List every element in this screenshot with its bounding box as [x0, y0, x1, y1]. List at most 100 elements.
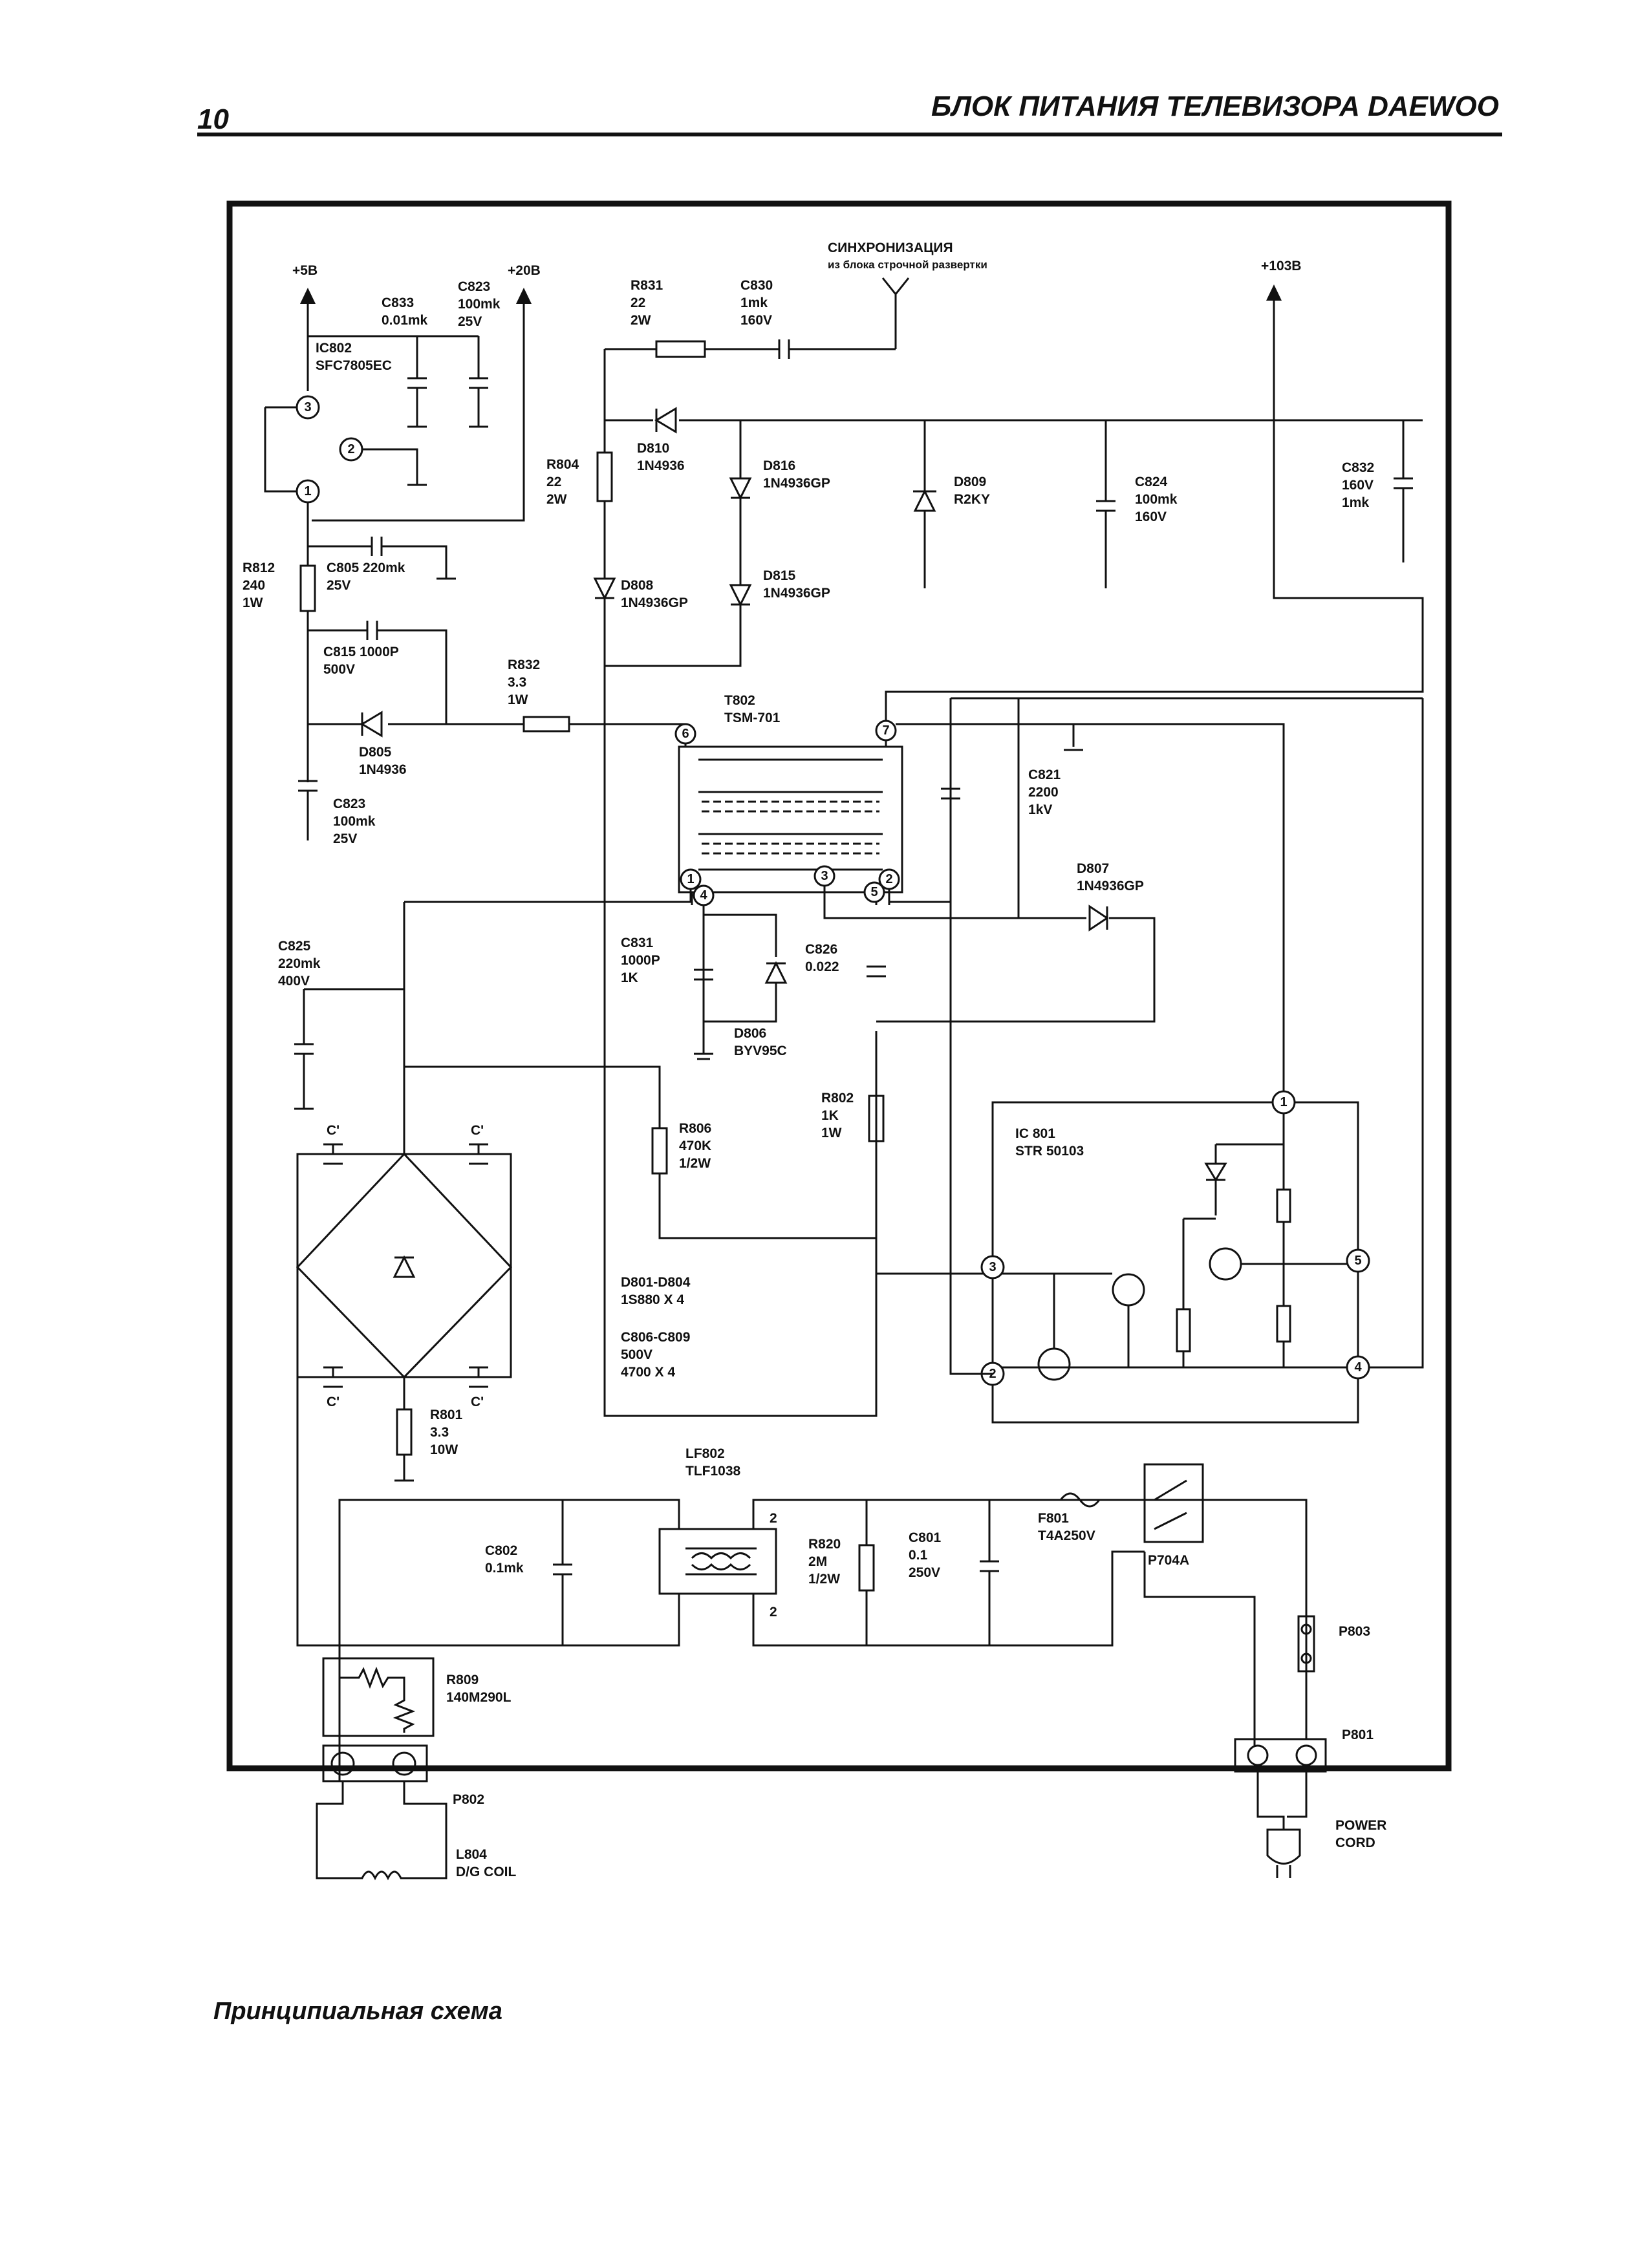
svg-text:D806: D806: [734, 1026, 766, 1041]
c824-capacitor: C824 100mk 160V: [1096, 420, 1178, 588]
svg-text:100mk: 100mk: [458, 297, 501, 312]
r801-resistor: R801 3.3 10W: [394, 1377, 463, 1482]
svg-text:D805: D805: [359, 745, 392, 760]
c825-capacitor: C825 220mk 400V: [278, 939, 404, 1110]
svg-text:R804: R804: [546, 457, 579, 472]
r806-resistor: R806 470K 1/2W: [404, 1065, 876, 1239]
t802-pin-1: 1: [680, 868, 702, 890]
t802-transformer: T802 TSM-701 6 7 1 4 3 5 2: [674, 693, 903, 906]
svg-text:500V: 500V: [621, 1347, 652, 1362]
wire-mains-bottom: [296, 1377, 1145, 1647]
svg-text:C': C': [327, 1123, 339, 1138]
svg-text:C826: C826: [805, 942, 837, 957]
svg-text:1mk: 1mk: [740, 295, 768, 310]
t802-pin-5: 5: [863, 881, 885, 903]
svg-text:1N4936GP: 1N4936GP: [763, 476, 830, 491]
svg-text:C802: C802: [485, 1543, 517, 1558]
svg-text:D808: D808: [621, 578, 654, 593]
svg-text:C821: C821: [1028, 767, 1061, 782]
rail-5v: +5В: [292, 263, 318, 391]
d801-d804-label: D801-D804 1S880 X 4: [621, 1275, 691, 1307]
svg-text:0.01mk: 0.01mk: [382, 313, 428, 328]
svg-text:25V: 25V: [327, 578, 350, 593]
svg-text:5: 5: [1354, 1254, 1361, 1268]
d810-diode: D810 1N4936: [605, 407, 1423, 473]
svg-text:6: 6: [682, 727, 689, 741]
r804-resistor: R804 22 2W: [546, 349, 613, 579]
ic801-pin-5: 5: [1346, 1248, 1370, 1273]
svg-text:C823: C823: [458, 279, 490, 294]
svg-text:R806: R806: [679, 1121, 711, 1136]
svg-text:SFC7805EC: SFC7805EC: [316, 358, 392, 373]
svg-text:140M290L: 140M290L: [446, 1690, 512, 1705]
svg-text:5: 5: [870, 885, 878, 899]
svg-text:P704A: P704A: [1148, 1553, 1189, 1568]
svg-text:C832: C832: [1342, 460, 1374, 475]
svg-text:1W: 1W: [508, 692, 528, 707]
svg-text:4: 4: [1354, 1360, 1362, 1375]
svg-text:P803: P803: [1339, 1624, 1370, 1639]
svg-text:1N4936GP: 1N4936GP: [621, 595, 688, 610]
ic802-pin-2: 2: [339, 437, 363, 462]
r802-resistor: R802 1K 1W: [821, 1091, 885, 1142]
ic801-pin-1: 1: [1271, 1090, 1296, 1115]
svg-text:1: 1: [687, 872, 694, 886]
svg-text:1S880 X 4: 1S880 X 4: [621, 1292, 684, 1307]
svg-text:C825: C825: [278, 939, 311, 954]
t802-pin-7: 7: [875, 720, 897, 742]
svg-text:C': C': [471, 1123, 484, 1138]
svg-text:240: 240: [242, 578, 265, 593]
svg-text:10W: 10W: [430, 1442, 458, 1457]
r809-thermistor: R809 140M290L: [322, 1657, 512, 1737]
svg-text:1000P: 1000P: [621, 953, 660, 968]
wire-r802-to-ic801: [875, 1141, 993, 1275]
svg-text:R831: R831: [630, 278, 663, 293]
svg-text:C824: C824: [1135, 475, 1168, 489]
svg-text:P802: P802: [453, 1792, 484, 1807]
power-cord-plug: POWER CORD: [1256, 1771, 1386, 1878]
svg-text:R801: R801: [430, 1407, 463, 1422]
svg-text:160V: 160V: [1135, 509, 1167, 524]
svg-text:IC 801: IC 801: [1015, 1126, 1055, 1141]
svg-text:T802: T802: [724, 693, 755, 708]
svg-text:R802: R802: [821, 1091, 854, 1106]
svg-text:2: 2: [885, 872, 892, 886]
svg-text:2M: 2M: [808, 1554, 827, 1569]
svg-text:C833: C833: [382, 295, 414, 310]
svg-text:1/2W: 1/2W: [679, 1156, 711, 1171]
svg-text:D809: D809: [954, 475, 986, 489]
svg-text:C801: C801: [909, 1530, 942, 1545]
c826-capacitor: C826 0.022: [805, 942, 886, 978]
svg-text:TSM-701: TSM-701: [724, 711, 781, 725]
svg-text:D816: D816: [763, 458, 795, 473]
r832-resistor: R832 3.3 1W: [508, 658, 687, 737]
d816-diode: D816 1N4936GP: [729, 420, 830, 585]
svg-text:D801-D804: D801-D804: [621, 1275, 691, 1290]
svg-text:L804: L804: [456, 1847, 487, 1862]
header-rule: [197, 133, 1502, 136]
p801-connector: P801: [1234, 1728, 1374, 1773]
p803-connector: P803: [1297, 1615, 1370, 1673]
svg-text:P801: P801: [1342, 1728, 1374, 1742]
svg-text:C815 1000P: C815 1000P: [323, 645, 399, 659]
wire-ic801-pin4: [1370, 698, 1424, 1369]
svg-text:7: 7: [882, 723, 889, 738]
svg-text:LF802: LF802: [685, 1446, 725, 1461]
svg-text:1N4936GP: 1N4936GP: [763, 586, 830, 601]
svg-text:C831: C831: [621, 936, 654, 950]
svg-text:2: 2: [770, 1511, 777, 1526]
page-header-title: БЛОК ПИТАНИЯ ТЕЛЕВИЗОРА DAEWOO: [931, 91, 1499, 122]
svg-text:3.3: 3.3: [508, 675, 526, 690]
svg-text:100mk: 100mk: [333, 814, 376, 829]
d805-diode: D805 1N4936: [308, 711, 524, 777]
svg-text:0.1mk: 0.1mk: [485, 1561, 524, 1576]
svg-text:D/G COIL: D/G COIL: [456, 1865, 517, 1879]
wire-t802-pin3: [823, 886, 1018, 919]
svg-text:D807: D807: [1077, 861, 1109, 876]
figure-caption: Принципиальная схема: [213, 1998, 502, 2025]
f801-fuse: F801 T4A250V: [1038, 1492, 1101, 1543]
svg-text:1N4936GP: 1N4936GP: [1077, 879, 1144, 893]
c802-capacitor: C802 0.1mk: [485, 1500, 572, 1645]
svg-text:220mk: 220mk: [278, 956, 321, 971]
